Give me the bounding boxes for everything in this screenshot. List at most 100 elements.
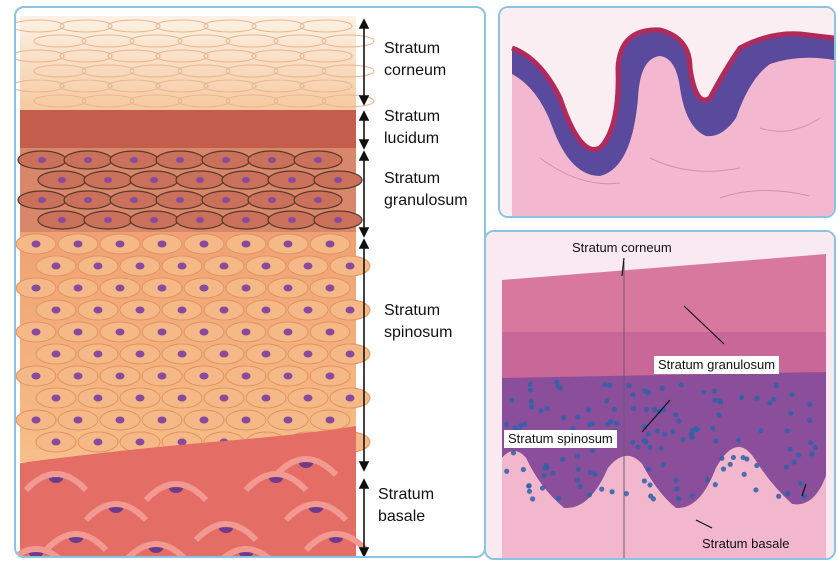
micro-nucleus [544,463,549,468]
cell-nucleus [220,307,229,314]
micro-nucleus [791,459,796,464]
label-stratum-basale: Stratum basale [378,484,434,528]
micro-nucleus [590,448,595,453]
micro-nucleus [713,438,718,443]
micro-nucleus [718,399,723,404]
micro-nucleus [651,496,656,501]
cell-nucleus [196,217,204,223]
micro-nucleus [796,452,801,457]
cell-nucleus [326,329,335,336]
cell-nucleus [32,241,41,248]
micro-nucleus [526,483,531,488]
cell-nucleus [150,177,158,183]
micro-nucleus [713,482,718,487]
cell-nucleus [326,417,335,424]
label-corneum-line1: Stratum [384,38,446,60]
micro-nucleus [586,407,591,412]
micro-nucleus [739,395,744,400]
micro-nucleus [575,453,580,458]
micro-nucleus [540,485,545,490]
cell-nucleus [262,263,271,270]
micro-nucleus [736,437,741,442]
micro-nucleus [754,463,759,468]
cell-nucleus [130,157,138,163]
micro-nucleus [647,445,652,450]
micro-nucleus [604,398,609,403]
cell-nucleus [52,351,61,358]
micro-nucleus [701,390,706,395]
label-granulosum-line2: granulosum [384,190,468,212]
cell-nucleus [84,197,92,203]
micro-nucleus [705,477,710,482]
cell-nucleus [326,241,335,248]
cell-nucleus [334,217,342,223]
cell-nucleus [304,395,313,402]
micro-nucleus [785,428,790,433]
cell-nucleus [130,197,138,203]
micro-nucleus [588,470,593,475]
micro-nucleus [631,406,636,411]
cell-nucleus [38,197,46,203]
micro-nucleus [518,423,523,428]
label-stratum-lucidum: Stratum lucidum [384,106,440,150]
micro-nucleus [658,446,663,451]
micro-nucleus [530,496,535,501]
micro-nucleus [642,478,647,483]
cell-nucleus [150,217,158,223]
micro-nucleus [809,451,814,456]
low-mag-micrograph [500,8,834,216]
micro-nucleus [556,496,561,501]
cell-nucleus [32,285,41,292]
micro-nucleus [528,387,533,392]
micro-nucleus [521,467,526,472]
cell-nucleus [94,263,103,270]
cell-nucleus [32,329,41,336]
cell-nucleus [176,157,184,163]
cell-nucleus [104,177,112,183]
micro-nucleus [528,382,533,387]
cell-nucleus [178,395,187,402]
micro-nucleus [771,397,776,402]
micro-nucleus [578,484,583,489]
micro-nucleus [807,418,812,423]
micro-nucleus [575,414,580,419]
cell-nucleus [38,157,46,163]
low-mag-micrograph-panel [498,6,836,218]
cell-nucleus [242,177,250,183]
label-stratum-spinosum: Stratum spinosum [384,300,452,344]
micro-label-granulosum: Stratum granulosum [654,356,779,374]
micro-nucleus [676,496,681,501]
micro-nucleus [527,489,532,494]
cell-nucleus [242,241,251,248]
micro-nucleus [661,462,666,467]
label-basale-line1: Stratum [378,484,434,506]
micro-nucleus [576,467,581,472]
micro-nucleus [807,402,812,407]
micro-nucleus [673,477,678,482]
micro-nucleus [592,472,597,477]
cell-nucleus [220,351,229,358]
cell-nucleus [94,395,103,402]
high-mag-micrograph-panel: Stratum corneum Stratum granulosum Strat… [484,230,836,560]
cell-nucleus [158,285,167,292]
micro-nucleus [798,481,803,486]
micro-label-spinosum: Stratum spinosum [504,430,617,448]
cell-nucleus [136,351,145,358]
micro-nucleus [642,438,647,443]
cell-nucleus [326,285,335,292]
epidermis-diagram-panel: Stratum corneum Stratum lucidum Stratum … [14,6,486,558]
cell-nucleus [242,285,251,292]
micro-nucleus [630,440,635,445]
micro-nucleus [609,489,614,494]
micro-label-corneum: Stratum corneum [572,240,672,256]
micro-nucleus [767,400,772,405]
cell-nucleus [262,395,271,402]
cell-nucleus [200,329,209,336]
cell-nucleus [84,157,92,163]
cell-nucleus [52,263,61,270]
cell-nucleus [222,197,230,203]
micro-nucleus [511,450,516,455]
cell-nucleus [58,177,66,183]
epidermis-layers-illustration [16,8,486,558]
label-spinosum-line1: Stratum [384,300,452,322]
